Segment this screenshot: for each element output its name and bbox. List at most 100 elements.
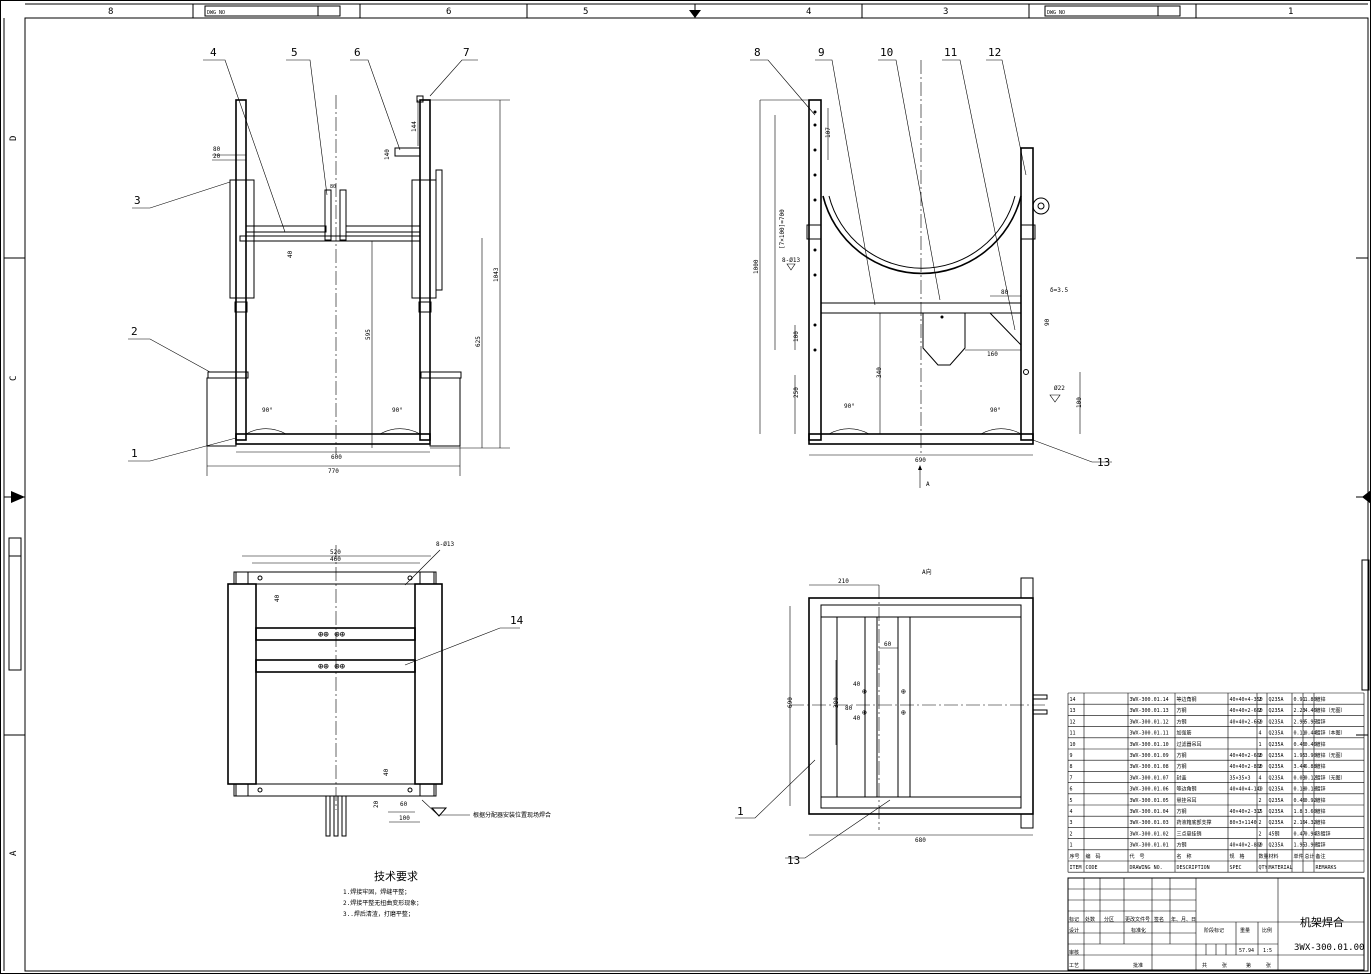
zone-label: 4	[806, 7, 811, 17]
bom-cell: 1	[1259, 787, 1262, 793]
tb-change: 更改文件号	[1125, 916, 1150, 923]
bom-header: 总计	[1305, 853, 1315, 860]
bom-cell: 0.12	[1305, 775, 1317, 781]
bom-cell: 35×35×3	[1230, 775, 1251, 781]
bom-cell: 0.94	[1305, 831, 1317, 837]
bom-header: SPEC	[1230, 865, 1242, 871]
tb-scale-label: 比例	[1262, 927, 1272, 934]
zone-label: 1	[1288, 7, 1293, 17]
bom-cell: 3.90	[1305, 753, 1317, 759]
dim-210: 210	[838, 578, 849, 585]
view-arrow-a: A	[926, 481, 930, 488]
bom-cell: 9	[1070, 753, 1073, 759]
tb-scale: 1:5	[1263, 948, 1272, 954]
dim-100b: 100	[1076, 397, 1083, 408]
dwg-no-label: DWG NO	[1047, 10, 1065, 16]
dim-width-90: 90	[1044, 318, 1051, 326]
dim-d40: 40	[853, 681, 861, 688]
dim-d20: 20	[373, 800, 380, 808]
bom-header: 备注	[1316, 853, 1326, 860]
dim-inner-width: 600	[331, 454, 342, 461]
bom-cell: 等边角钢	[1177, 696, 1197, 703]
bom-cell: 40×40×2-660	[1230, 708, 1263, 714]
bom-cell: 13	[1070, 708, 1076, 714]
bom-cell: 1	[1070, 843, 1073, 849]
tb-weight: 57.94	[1239, 948, 1254, 954]
zone-label: 3	[943, 7, 948, 17]
balloon-10: 10	[880, 46, 893, 59]
tb-process: 工艺	[1069, 963, 1079, 969]
bom-header: MATERIAL	[1269, 865, 1293, 871]
balloon-1: 1	[131, 447, 138, 460]
bom-cell: 1.95	[1294, 843, 1306, 849]
weld-note: 根据分配器安装位置现场焊合	[473, 811, 551, 819]
bom-cell: 方钢	[1177, 718, 1187, 725]
bom-cell: 1	[1259, 742, 1262, 748]
bom-cell: 40×40×4-140	[1230, 787, 1263, 793]
balloon-13: 13	[787, 854, 800, 867]
bom-cell: 方钢	[1177, 707, 1187, 714]
bom-cell: 镀锌（无图）	[1316, 752, 1346, 759]
bom-cell: 3.60	[1305, 809, 1317, 815]
bom-cell: 3WX-300.01.01	[1130, 843, 1169, 849]
technical-requirements: 技术要求 1.焊接牢固，焊缝平整； 2.焊接平整无扭曲变形现象； 3..焊后清渣…	[343, 870, 422, 918]
tech-title: 技术要求	[374, 870, 418, 883]
bom-cell: Q235A	[1269, 753, 1284, 759]
dim-250: 250	[793, 387, 800, 398]
bom-cell: 2	[1259, 708, 1262, 714]
bom-cell: 0.18	[1294, 787, 1306, 793]
bom-cell: 2	[1259, 809, 1262, 815]
svg-text:⊕: ⊕	[901, 687, 906, 696]
bom-cell: 40×40×2-600	[1230, 753, 1263, 759]
balloon-11: 11	[944, 46, 957, 59]
bom-cell: 2	[1259, 820, 1262, 826]
balloon-7: 7	[463, 46, 470, 59]
balloon-9: 9	[818, 46, 825, 59]
balloon-14: 14	[510, 614, 524, 627]
bom-cell: 8	[1070, 764, 1073, 770]
tech-line: 1.焊接牢固，焊缝平整；	[343, 888, 410, 896]
weld-callout: δ=3.5	[1050, 287, 1068, 294]
bom-header: 序号	[1070, 853, 1080, 860]
tb-std: 标准化	[1131, 927, 1146, 934]
bom-cell: 12	[1070, 719, 1076, 725]
tb-date: 年、月、日	[1171, 916, 1196, 923]
svg-text:⊕: ⊕	[901, 708, 906, 717]
bom-header: QTY.	[1259, 865, 1271, 871]
bom-cell: 6	[1070, 787, 1073, 793]
dim-width-160: 160	[987, 351, 998, 358]
bom-cell: Q235A	[1269, 820, 1284, 826]
bom-cell: 3WX-300.01.13	[1130, 708, 1169, 714]
bom-cell: 3WX-300.01.04	[1130, 809, 1169, 815]
bom-cell: 40×40×2-800	[1230, 843, 1263, 849]
zone-label: 8	[108, 7, 113, 17]
balloon-5: 5	[291, 46, 298, 59]
bom-cell: 0.91	[1294, 697, 1306, 703]
dim-height: 625	[475, 336, 482, 347]
bom-cell: 4.32	[1305, 820, 1317, 826]
bom-header: 规 格	[1230, 853, 1245, 860]
bom-cell: 3WX-300.01.09	[1130, 753, 1169, 759]
bom-cell: 0.46	[1294, 798, 1306, 804]
bom-cell: 方钢	[1177, 763, 1187, 770]
dim-460: 460	[330, 556, 341, 563]
dim-height-1000: 1000	[753, 259, 760, 274]
angle-dim: 90°	[392, 407, 403, 414]
tb-zone: 分区	[1104, 916, 1114, 923]
bom-cell: 3WX-300.01.11	[1130, 731, 1169, 737]
bom-cell: 镀锌	[1316, 763, 1326, 770]
bom-cell: 3.44	[1294, 764, 1306, 770]
bom-cell: Q235A	[1269, 708, 1284, 714]
bom-header: CODE	[1086, 865, 1098, 871]
bom-cell: 镀锌（无图）	[1316, 774, 1346, 781]
tech-line: 2.焊接平整无扭曲变形现象；	[343, 899, 422, 907]
bom-cell: 悬挂吊耳	[1177, 797, 1197, 804]
tech-line: 3..焊后清渣，打磨平整；	[343, 910, 414, 918]
bom-cell: 3WX-300.01.06	[1130, 787, 1169, 793]
bom-cell: 4	[1259, 731, 1262, 737]
bom-cell: 4	[1070, 809, 1073, 815]
bom-cell: 3WX-300.01.10	[1130, 742, 1169, 748]
dim-d100: 100	[399, 815, 410, 822]
dim-top: 144	[411, 121, 418, 132]
dim-w20: 20	[213, 153, 221, 160]
